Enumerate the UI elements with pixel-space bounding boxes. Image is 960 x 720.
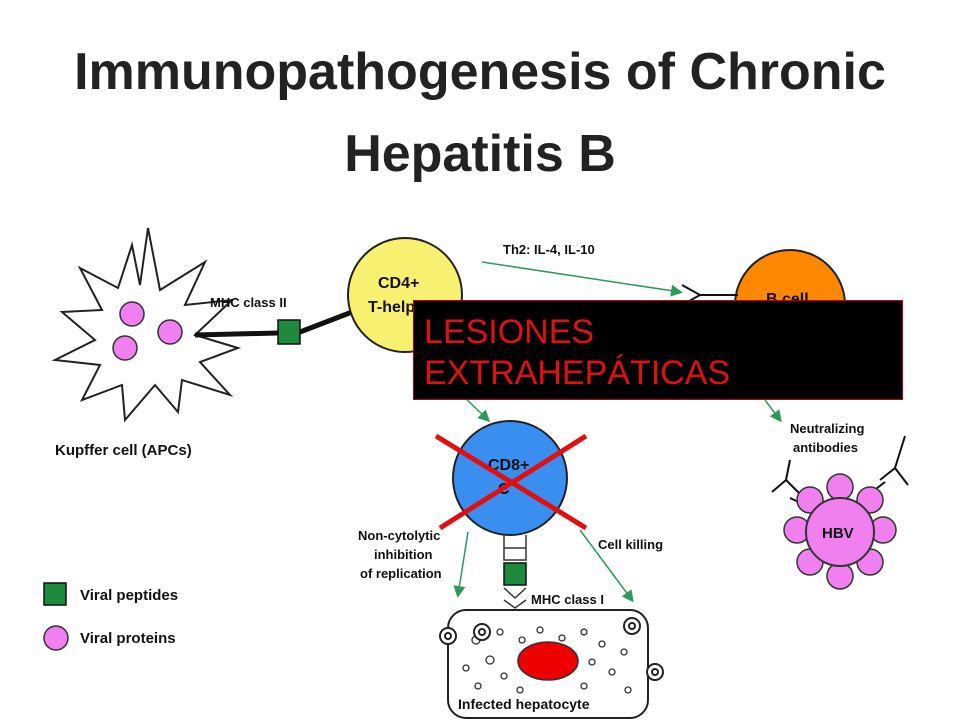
antibody-icon: [771, 459, 801, 495]
viral-protein: [157, 319, 183, 345]
cell-killing-label: Cell killing: [598, 537, 663, 552]
kupffer-cell: [51, 227, 242, 423]
tcr-stalk: [503, 535, 527, 561]
mhc2-bar-right: [299, 309, 353, 335]
legend-viral-protein-swatch: [43, 625, 69, 651]
neutralizing-label-line-1: Neutralizing: [790, 421, 864, 436]
viral-protein: [112, 335, 138, 361]
overlay-line-1: LESIONES: [424, 313, 595, 351]
bcell-to-antibodies-arrow: [764, 399, 782, 423]
hbv-virus: [783, 473, 897, 590]
viral-protein: [119, 301, 145, 327]
legend-viral-peptide-swatch: [43, 582, 67, 606]
mhc2-bar-left: [194, 330, 279, 338]
budding-virion-icon: [439, 617, 664, 681]
overlay-line-2: EXTRAHEPÁTICAS: [424, 354, 731, 392]
cd8-t-cell: [452, 420, 568, 536]
th2-label: Th2: IL-4, IL-10: [503, 242, 595, 257]
cd4-label-line-2: T-help: [368, 299, 415, 316]
hepatocyte-virions: [462, 626, 632, 694]
mhc1-stalk: [503, 587, 527, 609]
lesiones-overlay-box: LESIONES EXTRAHEPÁTICAS: [413, 300, 903, 400]
mhc2-label: MHC class II: [210, 295, 287, 310]
slide-title-line-1: Immunopathogenesis of Chronic: [74, 43, 886, 101]
noncytolytic-arrow: [453, 531, 469, 598]
slide-title-line-2: Hepatitis B: [344, 125, 616, 183]
cell-killing-arrow: [579, 529, 634, 603]
neutralizing-label-line-2: antibodies: [793, 440, 858, 455]
hepatocyte-nucleus: [517, 641, 579, 681]
legend-viral-proteins-label: Viral proteins: [80, 630, 176, 647]
noncytolytic-label-line-2: inhibition: [374, 547, 433, 562]
noncytolytic-label-line-1: Non-cytolytic: [358, 528, 440, 543]
hbv-label: HBV: [822, 525, 854, 542]
legend-viral-peptides-label: Viral peptides: [80, 587, 178, 604]
kupffer-label: Kupffer cell (APCs): [55, 442, 192, 459]
viral-peptide: [503, 562, 527, 586]
noncytolytic-label-line-3: of replication: [360, 566, 442, 581]
viral-peptide: [277, 319, 301, 345]
hepatocyte-label: Infected hepatocyte: [458, 696, 590, 712]
antibody-icon: [879, 435, 909, 486]
mhc1-label: MHC class I: [531, 592, 604, 607]
cd8-label-line-1: CD8+: [488, 457, 529, 474]
cd4-label-line-1: CD4+: [378, 275, 419, 292]
th2-arrow: [481, 261, 683, 297]
strike-cross-line: [438, 433, 588, 531]
